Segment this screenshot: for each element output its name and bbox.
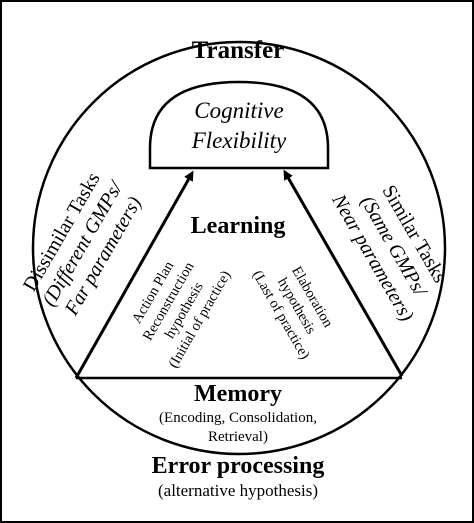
transfer-title: Transfer <box>192 37 285 64</box>
cognitive-label: Cognitive <box>194 98 283 123</box>
right-inner-group: Elaboration hypothesis (Last of practice… <box>249 264 336 363</box>
left-outer-group: Dissimilar Tasks (Different GMPs/ Far pa… <box>19 169 146 320</box>
alternative-hypothesis-label: (alternative hypothesis) <box>158 481 318 500</box>
learning-label: Learning <box>191 213 286 239</box>
flexibility-label: Flexibility <box>191 128 287 153</box>
right-arrow-line <box>283 169 404 377</box>
memory-line2: Retrieval) <box>208 429 268 445</box>
outer-circle <box>31 40 447 456</box>
right-outer-group: Similar Tasks (Same GMPs/ Near parameter… <box>327 181 451 325</box>
memory-title: Memory <box>194 381 282 407</box>
cognitive-flexibility-dome <box>148 80 330 170</box>
left-inner-group: Action Plan Reconstruction hypothesis (I… <box>129 258 234 371</box>
left-arrow-line <box>74 170 194 379</box>
error-processing-title: Error processing <box>152 453 325 479</box>
memory-line1: (Encoding, Consolidation, <box>159 410 317 426</box>
